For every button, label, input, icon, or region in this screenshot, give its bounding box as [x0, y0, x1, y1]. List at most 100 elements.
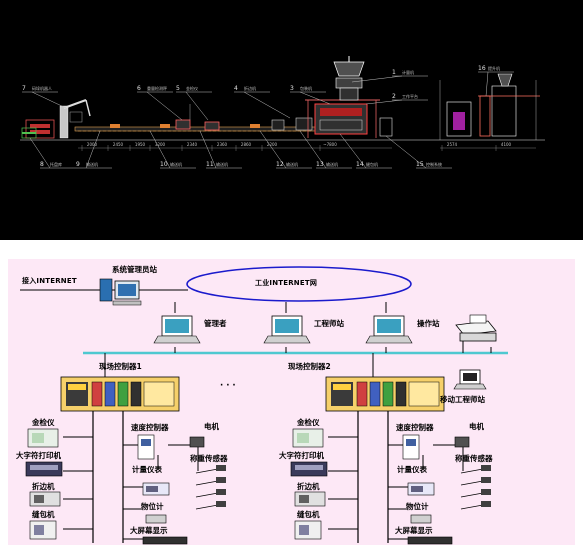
callout-leader [485, 71, 489, 97]
metal-detector-label: 金检仪 [32, 418, 55, 427]
level-meter-label: 物位计 [141, 502, 164, 511]
engineer-laptop-icon [263, 315, 311, 344]
folding-machine-icon [294, 491, 326, 507]
network-diagram: 接入INTERNET 系统管理员站 工业INTERNET网 管理者 工程师站 操… [0, 240, 583, 547]
callout-leader [365, 99, 403, 105]
callout-leader [385, 135, 427, 169]
callout-text: 输送机 [86, 161, 98, 167]
callout-number: 2 [392, 93, 396, 100]
side-view [439, 73, 540, 140]
manager-laptop-icon [153, 315, 201, 344]
motor-label: 电机 [469, 422, 484, 431]
controller2-cabinet-icon [325, 376, 445, 412]
callout-text: 输送机 [216, 161, 228, 167]
large-char-printer-icon [25, 461, 63, 477]
engineer-station-label: 工程师站 [314, 319, 344, 328]
callout-leader [31, 91, 67, 109]
speed-controller-label: 速度控制器 [396, 423, 434, 432]
internet-cloud-shape [186, 266, 412, 302]
weigh-sensor-icons [460, 465, 491, 510]
callout-text: 重量检测秤 [147, 85, 167, 91]
callout-number: 5 [176, 85, 180, 92]
network-panel: 接入INTERNET 系统管理员站 工业INTERNET网 管理者 工程师站 操… [8, 259, 575, 545]
callout-number: 4 [234, 85, 238, 92]
callout-text: 计量机 [402, 69, 414, 75]
big-screen-label: 大屏幕显示 [130, 526, 168, 535]
admin-computer-icon [99, 278, 142, 306]
large-char-printer-icon [290, 461, 328, 477]
weigh-sensor-label: 称重传感器 [190, 454, 228, 463]
network-lines [20, 266, 508, 545]
callout-leader [299, 91, 331, 105]
pallet-store [21, 127, 37, 139]
callout-3: 3 包装机 [290, 85, 331, 105]
meter-label: 计量仪表 [132, 465, 162, 474]
controller2-label: 现场控制器2 [288, 362, 331, 371]
callout-text: 折边机 [244, 85, 256, 91]
motor-label: 电机 [204, 422, 219, 431]
printer-label: 大字符打印机 [16, 451, 61, 460]
packing-machine [305, 99, 393, 138]
manager-label: 管理者 [204, 319, 227, 328]
meter-label: 计量仪表 [397, 465, 427, 474]
callout-leader [351, 75, 403, 83]
callout-text: 提升机 [488, 65, 500, 71]
callout-number: 7 [22, 85, 26, 92]
dimension-label: 2200 [267, 142, 278, 147]
callout-text: 输送机 [326, 161, 338, 167]
callout-1: 1 计量机 [351, 69, 428, 83]
dimension-label: 4100 [501, 142, 512, 147]
controller1-label: 现场控制器1 [99, 362, 142, 371]
callout-text: 托盘库 [50, 161, 62, 167]
callout-number: 11 [206, 161, 214, 168]
internet-cloud-label: 工业INTERNET网 [255, 279, 318, 287]
level-meter-icon [410, 514, 432, 524]
callout-leader [85, 130, 101, 169]
dimension-label: 2574 [447, 142, 458, 147]
callout-text: 缝包机 [366, 161, 378, 167]
motor-icon [454, 436, 470, 448]
dimension-label: 1950 [135, 142, 146, 147]
sewer-label: 缝包机 [32, 510, 55, 519]
callout-leader [299, 130, 327, 169]
callout-number: 1 [392, 69, 396, 76]
folding-machine-icon [29, 491, 61, 507]
meter-icon [142, 482, 170, 496]
callout-leader [339, 133, 367, 169]
callout-text: 输送机 [286, 161, 298, 167]
mobile-laptop-icon [453, 369, 487, 390]
weigh-sensor-icons [195, 465, 226, 510]
weighing-machine [333, 56, 365, 101]
sewer-label: 缝包机 [297, 510, 320, 519]
callout-number: 16 [478, 65, 486, 72]
check-weigher-and-detector [175, 104, 220, 131]
printer-label: 大字符打印机 [279, 451, 324, 460]
callout-leader [243, 91, 291, 119]
callout-text: 包装机 [300, 85, 312, 91]
callout-leader [146, 91, 183, 121]
callout-leader [29, 137, 51, 169]
callout-number: 3 [290, 85, 294, 92]
dimension-label: 2340 [187, 142, 198, 147]
printer-icon [455, 314, 497, 342]
big-screen-icon [142, 536, 188, 545]
speed-controller-icon [402, 434, 420, 460]
admin-station-label: 系统管理员站 [112, 265, 157, 274]
big-screen-label: 大屏幕显示 [395, 526, 433, 535]
metal-detector-icon [27, 428, 59, 448]
palletizer-robot [25, 99, 91, 139]
